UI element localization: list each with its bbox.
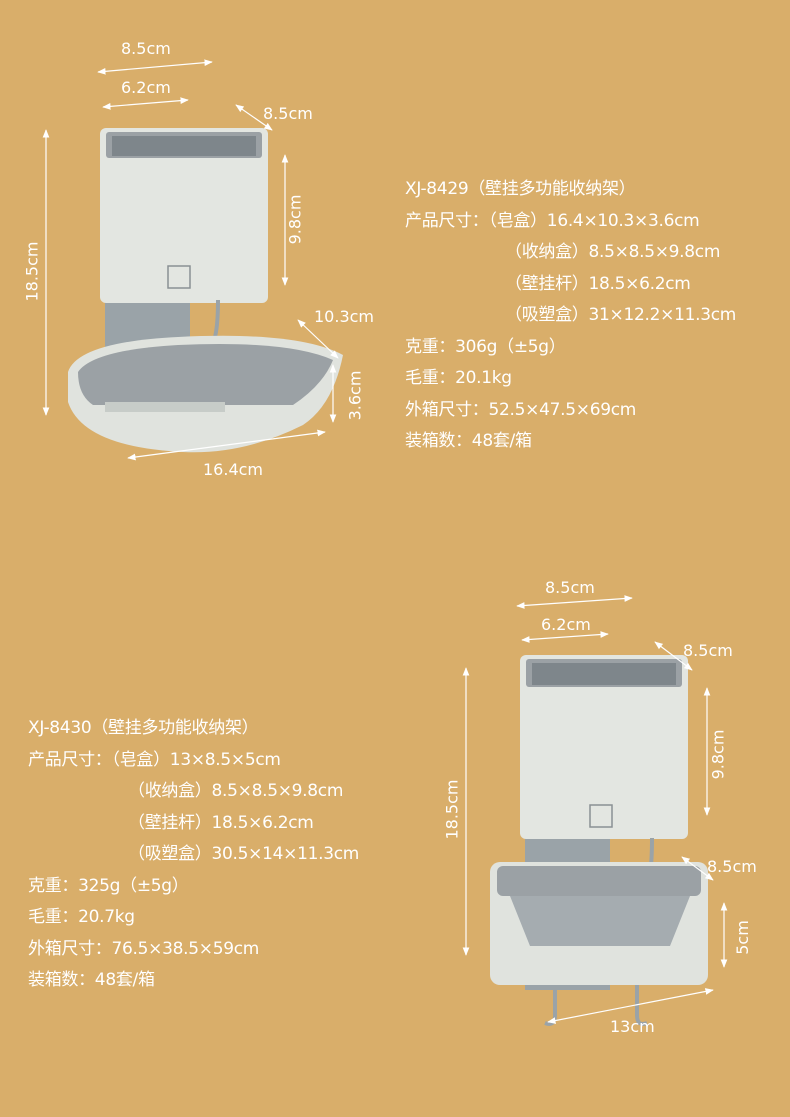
arrow-dish-width [547,988,714,1024]
pack-quantity: 装箱数：48套/箱 [28,970,155,990]
net-weight: 克重：306g（±5g） [405,336,566,357]
dim-dish-width: 13cm [610,1017,655,1036]
dim-total-height: 18.5cm [442,779,462,840]
dim-rod-width: 6.2cm [121,78,171,97]
arrow-rod-width [521,631,609,643]
product-2-specs: XJ-8430（壁挂多功能收纳架） 产品尺寸：（皂盒）13×8.5×5cm （收… [28,713,359,997]
dim-total-height: 18.5cm [22,241,42,302]
size-soap-dish: （皂盒）13×8.5×5cm [111,749,281,770]
pack-quantity: 装箱数：48套/箱 [405,431,532,451]
storage-box-opening [112,136,256,156]
soap-dish-basin [78,344,333,405]
dim-box-depth: 8.5cm [263,104,313,123]
dim-rod-width: 6.2cm [541,615,591,634]
size-blister-box: （吸塑盒）30.5×14×11.3cm [128,844,360,864]
arrow-dish-depth [297,319,339,359]
carton-size: 外箱尺寸：52.5×47.5×69cm [405,399,637,420]
model-title: XJ-8430（壁挂多功能收纳架） [28,718,259,738]
net-weight: 克重：325g（±5g） [28,875,189,896]
arrow-dish-depth [681,856,714,881]
arrow-box-width [516,595,633,609]
dim-dish-height: 5cm [732,920,752,955]
product-1-illustration [68,128,343,453]
size-row: 产品尺寸：（皂盒）13×8.5×5cm [28,745,359,777]
size-row: 产品尺寸：（皂盒）16.4×10.3×3.6cm [405,206,736,238]
gross-weight: 毛重：20.7kg [28,907,135,927]
dim-box-depth: 8.5cm [683,641,733,660]
arrow-rod-width [102,97,189,110]
arrow-box-depth [235,104,273,131]
size-soap-dish: （皂盒）16.4×10.3×3.6cm [488,210,700,231]
size-blister-box: （吸塑盒）31×12.2×11.3cm [505,305,737,325]
dim-dish-depth: 10.3cm [314,307,375,326]
carton-size: 外箱尺寸：76.5×38.5×59cm [28,938,260,959]
soap-dish-basin [510,896,690,946]
product-1-dimension-arrows [42,59,339,461]
arrow-box-width [97,59,213,75]
model-title: XJ-8429（壁挂多功能收纳架） [405,179,636,199]
arrow-box-depth [654,641,693,671]
size-label: 产品尺寸： [405,210,489,231]
gross-weight: 毛重：20.1kg [405,368,512,388]
size-storage-box: （收纳盒）8.5×8.5×9.8cm [505,242,721,262]
soap-dish-rim [497,866,701,896]
storage-box [100,128,268,303]
product-1-specs: XJ-8429（壁挂多功能收纳架） 产品尺寸：（皂盒）16.4×10.3×3.6… [405,174,736,458]
dim-box-height: 9.8cm [708,729,728,780]
arrow-dish-width [127,429,326,461]
soap-dish-drain-grill [105,402,225,412]
storage-box-opening [532,663,676,685]
dim-dish-width: 16.4cm [203,460,264,479]
size-wall-rod: （壁挂杆）18.5×6.2cm [128,812,314,833]
product-2-dimension-arrows [462,595,728,1024]
dim-box-width: 8.5cm [545,578,595,597]
size-wall-rod: （壁挂杆）18.5×6.2cm [505,273,691,294]
size-storage-box: （收纳盒）8.5×8.5×9.8cm [128,781,344,801]
dim-dish-depth: 8.5cm [707,857,757,876]
logo [167,265,191,289]
product-2-illustration [490,655,708,1026]
dim-dish-height: 3.6cm [345,370,365,421]
storage-box [520,655,688,839]
dim-box-width: 8.5cm [121,39,171,58]
size-label: 产品尺寸： [28,749,112,770]
logo [589,804,613,828]
dim-box-height: 9.8cm [285,194,305,245]
